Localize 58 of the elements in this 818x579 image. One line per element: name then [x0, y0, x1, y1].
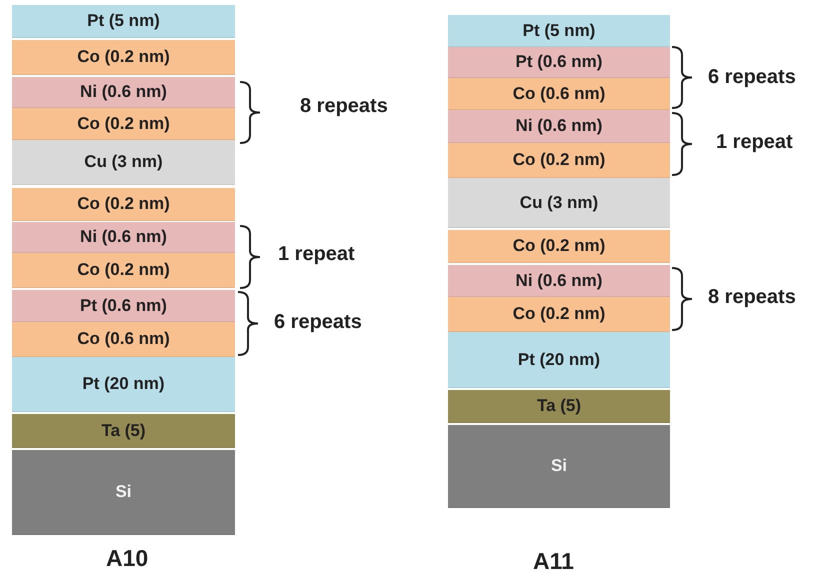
layer-box [12, 77, 235, 108]
layer-label: Co (0.2 nm) [512, 150, 606, 170]
repeat-count: 6 repeats [708, 66, 796, 89]
layer-box [12, 188, 235, 221]
layer-box [448, 332, 670, 388]
repeat-count: 8 repeats [708, 286, 796, 309]
layer-box [12, 357, 235, 412]
layer-label: Ni (0.6 nm) [80, 227, 167, 247]
layer-label: Cu (3 nm) [84, 152, 163, 172]
layer-label: Co (0.2 nm) [77, 194, 170, 214]
layer-label: Pt (20 nm) [82, 374, 165, 394]
layer-box [12, 140, 235, 185]
layer-box [12, 290, 235, 322]
layer-label: Pt (0.6 nm) [80, 296, 167, 316]
layer-label: Co (0.2 nm) [77, 260, 170, 280]
layer-label: Si [550, 456, 568, 476]
repeat-count: 8 repeats [300, 95, 388, 118]
layer-box [448, 47, 670, 78]
sample-name: A11 [533, 548, 574, 575]
layer-box [12, 5, 235, 38]
layer-box [12, 450, 235, 535]
layer-label: Pt (5 nm) [87, 11, 160, 31]
layer-box [448, 143, 670, 178]
layer-box [448, 110, 670, 143]
layer-box [448, 265, 670, 297]
layer-label: Co (0.2 nm) [512, 236, 606, 256]
layer-box [448, 178, 670, 228]
layer-box [448, 390, 670, 423]
layer-box [12, 414, 235, 448]
layer-label: Co (0.6 nm) [512, 84, 606, 104]
layer-label: Cu (3 nm) [520, 192, 598, 212]
layer-label: Co (0.6 nm) [77, 329, 170, 349]
layer-box [448, 15, 670, 47]
repeat-count: 6 repeats [274, 311, 362, 334]
repeat-count: 1 repeat [716, 131, 793, 154]
layer-box [448, 230, 670, 263]
layer-box [12, 222, 235, 253]
layer-box [12, 322, 235, 357]
layer-label: Co (0.2 nm) [512, 304, 606, 324]
layer-box [448, 425, 670, 508]
layer-label: Co (0.2 nm) [77, 47, 170, 67]
layer-box [448, 78, 670, 110]
layer-box [448, 297, 670, 332]
layer-label: Pt (20 nm) [518, 350, 600, 370]
layer-label: Pt (0.6 nm) [516, 52, 602, 72]
layer-label: Ni (0.6 nm) [516, 116, 602, 136]
layer-label: Co (0.2 nm) [77, 114, 170, 134]
repeat-count: 1 repeat [278, 243, 355, 266]
layer-box [12, 253, 235, 288]
layer-label: Ni (0.6 nm) [80, 82, 167, 102]
sample-name: A10 [106, 545, 148, 572]
layer-box [12, 40, 235, 75]
layer-box [12, 108, 235, 140]
layer-label: Ni (0.6 nm) [516, 270, 602, 290]
layer-label: Ta (5) [536, 396, 582, 416]
layer-label: Si [115, 482, 132, 502]
layer-label: Pt (5 nm) [522, 20, 596, 40]
layer-label: Ta (5) [101, 420, 146, 440]
